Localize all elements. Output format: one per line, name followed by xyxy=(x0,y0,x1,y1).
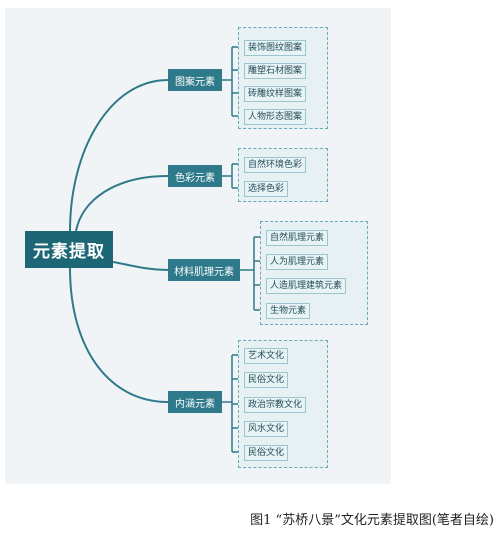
root-connector-1 xyxy=(75,175,169,232)
root-connector-0 xyxy=(69,79,169,232)
category-node-3: 内涵元素 xyxy=(168,391,222,413)
figure-caption: 图1 “苏桥八景”文化元素提取图(笔者自绘) xyxy=(250,513,494,528)
leaf-item-2-0: 自然肌理元素 xyxy=(266,230,329,246)
category-node-1: 色彩元素 xyxy=(168,165,222,187)
root-connector-3 xyxy=(69,267,169,403)
leaf-item-1-1: 选择色彩 xyxy=(244,181,289,197)
leaf-item-0-1: 雕塑石材图案 xyxy=(244,63,307,79)
bracket-0 xyxy=(222,46,242,117)
leaf-item-2-2: 人造肌理建筑元素 xyxy=(266,278,347,294)
bracket-1 xyxy=(222,163,242,189)
leaf-item-3-3: 风水文化 xyxy=(244,421,289,437)
leaf-item-2-3: 生物元素 xyxy=(266,303,311,319)
bracket-3 xyxy=(222,354,242,453)
bracket-2 xyxy=(240,236,264,311)
category-node-0: 图案元素 xyxy=(168,69,222,91)
root-node: 元素提取 xyxy=(25,231,113,268)
leaf-item-3-1: 民俗文化 xyxy=(244,372,289,388)
root-connector-2 xyxy=(112,261,169,271)
leaf-item-0-0: 装饰图纹图案 xyxy=(244,40,307,56)
leaf-item-0-2: 砖雕纹样图案 xyxy=(244,86,307,102)
leaf-item-3-4: 民俗文化 xyxy=(244,445,289,461)
category-node-2: 材料肌理元素 xyxy=(168,259,240,281)
leaf-item-1-0: 自然环境色彩 xyxy=(244,157,307,173)
leaf-item-2-1: 人为肌理元素 xyxy=(266,254,329,270)
leaf-item-3-0: 艺术文化 xyxy=(244,348,289,364)
leaf-item-0-3: 人物形态图案 xyxy=(244,109,307,125)
leaf-item-3-2: 政治宗教文化 xyxy=(244,397,307,413)
